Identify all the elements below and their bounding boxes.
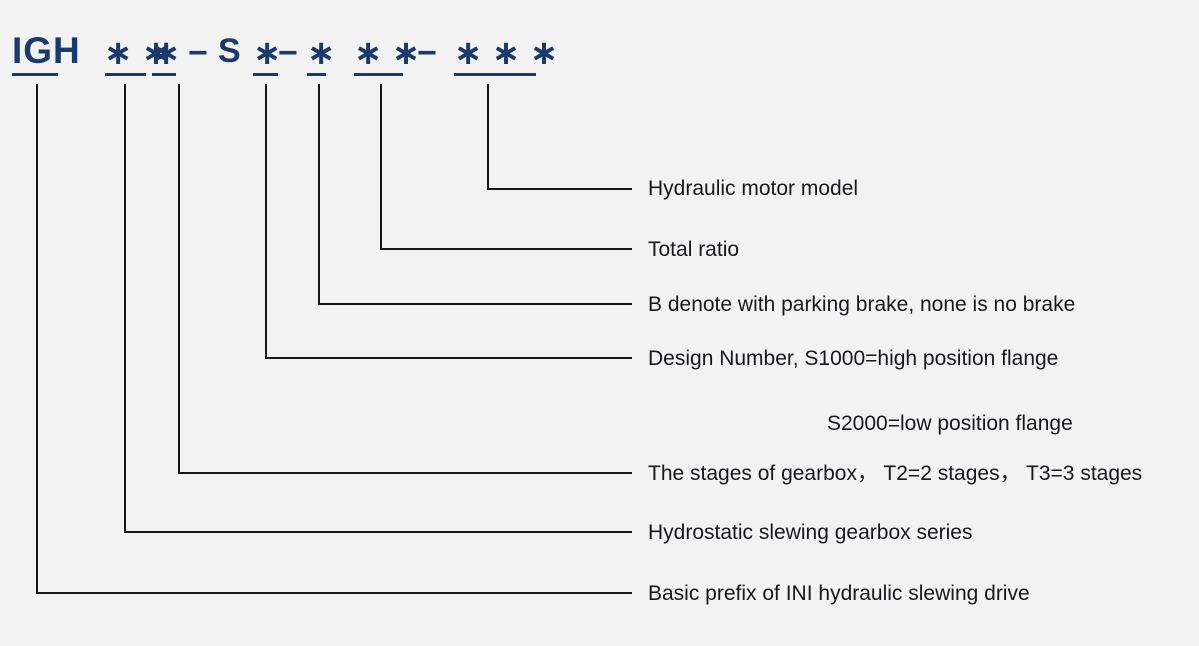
code-segment-series: ∗ ∗ bbox=[104, 34, 171, 72]
leader-vline-motor bbox=[487, 84, 489, 190]
code-segment-motor: ∗ ∗ ∗ bbox=[454, 34, 559, 72]
code-segment-design: ∗ bbox=[253, 34, 282, 72]
code-dash-1: − bbox=[188, 34, 208, 72]
callout-label-prefix: Basic prefix of INI hydraulic slewing dr… bbox=[648, 582, 1030, 605]
leader-hline-design bbox=[265, 357, 632, 359]
code-segment-brake: ∗ bbox=[307, 34, 336, 72]
leader-vline-brake bbox=[318, 84, 320, 305]
callout-label-design-continuation: S2000=low position flange bbox=[827, 412, 1073, 435]
callout-label-ratio: Total ratio bbox=[648, 238, 740, 261]
underline-brake bbox=[307, 73, 326, 76]
underline-design bbox=[253, 73, 278, 76]
code-dash-2: − bbox=[278, 34, 298, 72]
callout-label-series: Hydrostatic slewing gearbox series bbox=[648, 521, 973, 544]
underline-prefix bbox=[12, 73, 58, 76]
code-segment-design-s: S bbox=[218, 32, 241, 70]
model-code-row: IGH ∗ ∗ ∗ − S ∗ − ∗ ∗ ∗ − ∗ ∗ ∗ bbox=[0, 0, 1199, 96]
leader-hline-prefix bbox=[36, 592, 632, 594]
leader-vline-ratio bbox=[380, 84, 382, 250]
leader-hline-ratio bbox=[380, 248, 632, 250]
leader-hline-stages bbox=[178, 472, 632, 474]
code-segment-stages: ∗ bbox=[152, 34, 181, 72]
leader-vline-prefix bbox=[36, 84, 38, 594]
leader-hline-motor bbox=[487, 188, 632, 190]
callout-label-motor: Hydraulic motor model bbox=[648, 177, 859, 200]
callout-label-brake: B denote with parking brake, none is no … bbox=[648, 293, 1076, 316]
underline-stages bbox=[152, 73, 176, 76]
leader-vline-series bbox=[124, 84, 126, 533]
code-segment-ratio: ∗ ∗ bbox=[354, 34, 421, 72]
code-dash-3: − bbox=[417, 34, 437, 72]
leader-hline-brake bbox=[318, 303, 632, 305]
callout-label-design: Design Number, S1000=high position flang… bbox=[648, 347, 1059, 370]
code-prefix-igh: IGH bbox=[12, 30, 81, 71]
underline-ratio bbox=[354, 73, 403, 76]
callout-label-stages: The stages of gearbox， T2=2 stages， T3=3… bbox=[648, 462, 1143, 485]
leader-hline-series bbox=[124, 531, 632, 533]
leader-vline-design bbox=[265, 84, 267, 359]
underline-series bbox=[105, 73, 146, 76]
underline-motor bbox=[454, 73, 536, 76]
leader-vline-stages bbox=[178, 84, 180, 474]
